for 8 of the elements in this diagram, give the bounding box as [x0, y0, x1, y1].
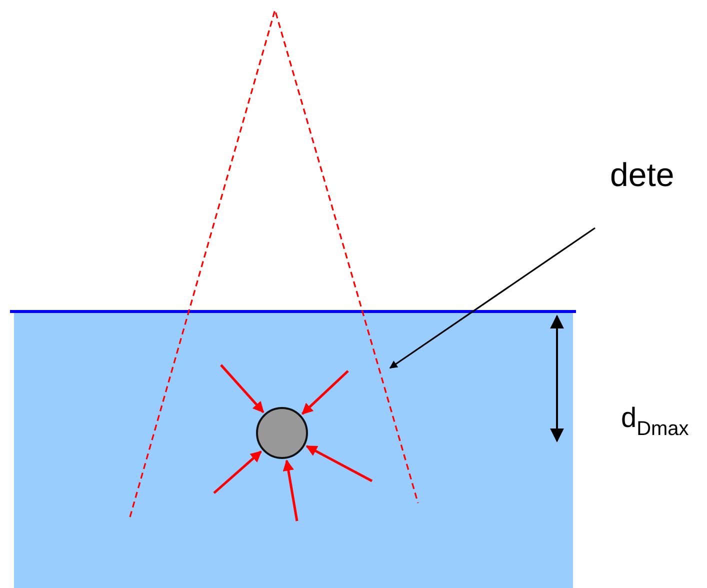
leader-arrow — [389, 227, 596, 369]
force-arrow — [306, 445, 373, 482]
force-arrow — [220, 364, 264, 413]
force-arrow — [302, 370, 349, 415]
force-arrow — [282, 460, 298, 522]
force-arrow — [213, 450, 262, 494]
depth-label: d$_{Dmax}$ — [621, 402, 689, 441]
callout-text: dete — [610, 158, 674, 191]
